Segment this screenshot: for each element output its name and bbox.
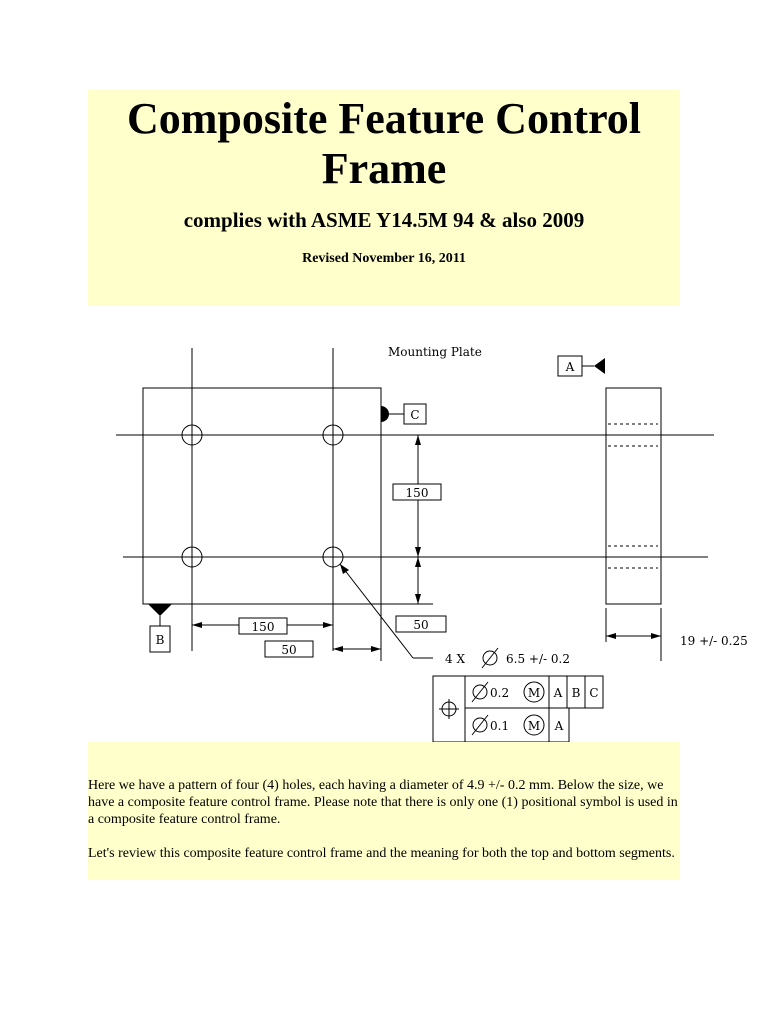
fcf-bottom-diameter-icon: [471, 714, 489, 736]
dim-150-vertical-box: [392, 483, 442, 501]
datum-c-triangle: [381, 406, 389, 422]
diameter-icon: [481, 647, 499, 669]
hole-bottom-left: [181, 546, 203, 568]
mounting-plate-drawing: Mounting Plate C B: [88, 306, 768, 743]
position-icon: [439, 699, 459, 719]
dim-150-horizontal-arrow-right: [323, 622, 333, 628]
header-banner: Composite Feature Control Frame complies…: [88, 90, 680, 306]
fcf-bottom-tolerance: 0.1: [490, 719, 509, 733]
explanation-text: Here we have a pattern of four (4) holes…: [88, 742, 680, 880]
dim-50-vertical-label: 50: [413, 618, 428, 632]
fcf-bottom-mmc-icon: M: [523, 714, 545, 736]
dim-50-horizontal-arrow-right: [371, 646, 381, 652]
datum-c-box: [403, 403, 427, 425]
hole-top-left: [181, 424, 203, 446]
hole-top-right: [322, 424, 344, 446]
thickness-arrow-left: [606, 633, 616, 639]
datum-b-label: B: [156, 633, 165, 647]
hole-callout-size: 6.5 +/- 0.2: [506, 652, 570, 666]
hole-bottom-right: [322, 546, 344, 568]
svg-text:M: M: [528, 686, 540, 700]
page-subtitle: complies with ASME Y14.5M 94 & also 2009: [183, 208, 585, 232]
revision-date: Revised November 16, 2011: [302, 251, 466, 266]
fcf-top-tolerance: 0.2: [490, 686, 509, 700]
dim-50-horizontal-arrow-left: [333, 646, 343, 652]
svg-text:M: M: [528, 719, 540, 733]
plate-title: Mounting Plate: [388, 345, 482, 359]
dim-150-horizontal-arrow-left: [192, 622, 202, 628]
plate-front-view: [142, 387, 382, 605]
datum-c-label: C: [410, 408, 419, 422]
fcf-top-datum-c-cell: [584, 675, 604, 709]
hole-callout-arrow: [340, 564, 349, 574]
dim-50-vertical-arrow-top: [415, 557, 421, 567]
dim-50-vertical-box: [395, 615, 447, 633]
dim-50-vertical-arrow-bottom: [415, 594, 421, 604]
fcf-top-datum-a: A: [553, 686, 563, 700]
dim-150-vertical-arrow-top: [415, 435, 421, 445]
drawing-svg: Mounting Plate C B: [116, 345, 748, 743]
dim-150-vertical-arrow-bottom: [415, 547, 421, 557]
hole-callout-leader: [339, 563, 414, 659]
dim-150-horizontal-box: [238, 617, 288, 635]
dim-50-horizontal-label: 50: [281, 643, 296, 657]
datum-b-box: [149, 625, 171, 653]
datum-a-triangle: [594, 358, 605, 374]
thickness-label: 19 +/- 0.25: [680, 634, 748, 648]
page-title: Composite Feature Control Frame: [126, 94, 642, 193]
datum-a-label: A: [565, 360, 575, 374]
paragraph-2: Let's review this composite feature cont…: [88, 846, 675, 861]
fcf-top-datum-b: B: [572, 686, 581, 700]
plate-side-view: [605, 387, 662, 605]
hole-callout-count: 4 X: [445, 652, 465, 666]
fcf-top-datum-c: C: [589, 686, 598, 700]
composite-fcf: 0.2 M A B C 0.1 M A: [432, 675, 604, 743]
thickness-arrow-right: [651, 633, 661, 639]
datum-b-triangle: [148, 604, 172, 616]
dim-150-horizontal-label: 150: [252, 620, 275, 634]
fcf-top-diameter-icon: [471, 681, 489, 703]
fcf-top-mmc-icon: M: [523, 681, 545, 703]
fcf-bottom-datum-a: A: [554, 719, 564, 733]
paragraph-1: Here we have a pattern of four (4) holes…: [88, 778, 678, 827]
dim-50-horizontal-box: [264, 640, 314, 658]
dim-150-vertical-label: 150: [406, 486, 429, 500]
